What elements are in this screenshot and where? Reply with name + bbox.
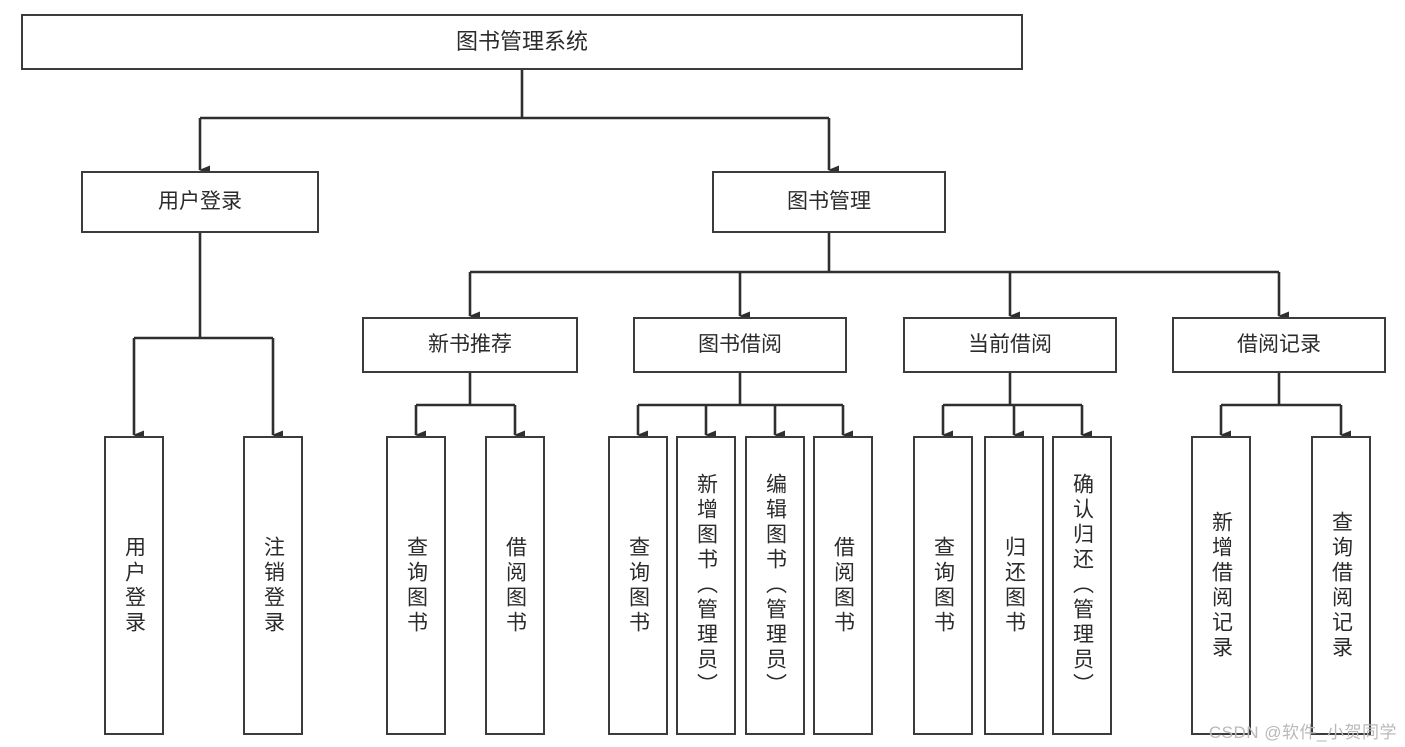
node-label: 新增借阅记录: [1209, 510, 1233, 661]
node-label: 新书推荐: [428, 332, 512, 356]
node-label: 确认归还（管理员）: [1070, 473, 1094, 698]
node-label: 借阅图书: [831, 535, 855, 636]
node-label: 图书管理系统: [455, 29, 588, 55]
node-leaf-8[interactable]: 查询图书: [913, 436, 973, 735]
node-label: 新增图书（管理员）: [694, 473, 718, 698]
node-leaf-10[interactable]: 确认归还（管理员）: [1052, 436, 1112, 735]
node-leaf-5[interactable]: 新增图书（管理员）: [676, 436, 736, 735]
node-leaf-3[interactable]: 借阅图书: [485, 436, 545, 735]
node-leaf-6[interactable]: 编辑图书（管理员）: [745, 436, 805, 735]
node-label: 用户登录: [158, 189, 242, 213]
node-leaf-7[interactable]: 借阅图书: [813, 436, 873, 735]
node-l3-3[interactable]: 借阅记录: [1172, 317, 1386, 373]
node-label: 图书借阅: [698, 332, 782, 356]
node-l3-2[interactable]: 当前借阅: [903, 317, 1117, 373]
node-label: 查询图书: [626, 535, 650, 636]
node-leaf-11[interactable]: 新增借阅记录: [1191, 436, 1251, 735]
node-leaf-1[interactable]: 注销登录: [243, 436, 303, 735]
node-label: 图书管理: [787, 189, 871, 213]
node-label: 查询图书: [404, 535, 428, 636]
node-label: 借阅记录: [1237, 332, 1321, 356]
node-leaf-0[interactable]: 用户登录: [104, 436, 164, 735]
node-label: 用户登录: [122, 535, 146, 636]
node-root[interactable]: 图书管理系统: [21, 14, 1023, 70]
node-label: 归还图书: [1002, 535, 1026, 636]
node-leaf-2[interactable]: 查询图书: [386, 436, 446, 735]
node-l2-1[interactable]: 图书管理: [712, 171, 946, 233]
node-leaf-12[interactable]: 查询借阅记录: [1311, 436, 1371, 735]
node-label: 编辑图书（管理员）: [763, 473, 787, 698]
node-label: 借阅图书: [503, 535, 527, 636]
node-l2-0[interactable]: 用户登录: [81, 171, 319, 233]
node-label: 注销登录: [261, 535, 285, 636]
node-leaf-4[interactable]: 查询图书: [608, 436, 668, 735]
node-label: 当前借阅: [968, 332, 1052, 356]
node-l3-1[interactable]: 图书借阅: [633, 317, 847, 373]
node-label: 查询图书: [931, 535, 955, 636]
node-label: 查询借阅记录: [1329, 510, 1353, 661]
node-l3-0[interactable]: 新书推荐: [362, 317, 578, 373]
node-leaf-9[interactable]: 归还图书: [984, 436, 1044, 735]
